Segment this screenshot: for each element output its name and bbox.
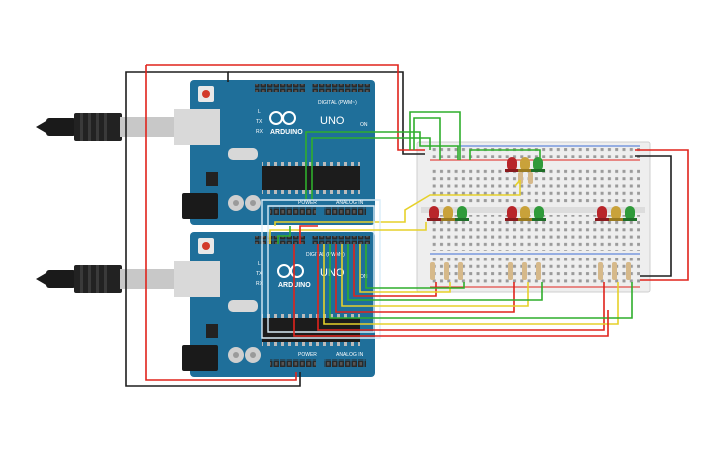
led-icon — [623, 206, 637, 221]
rx-label: RX — [256, 129, 264, 135]
led-icon — [518, 206, 532, 221]
arduino-logo-icon — [277, 264, 304, 278]
digital-label: DIGITAL (PWM~) — [306, 252, 345, 258]
usb-cable-icon — [36, 113, 178, 141]
rx-label: RX — [256, 281, 264, 287]
tx-label: TX — [256, 271, 263, 277]
board-brand: ARDUINO — [270, 129, 303, 136]
led-icon — [505, 157, 519, 172]
led-icon — [441, 206, 455, 221]
on-label: ON — [360, 122, 368, 128]
digital-label: DIGITAL (PWM~) — [318, 100, 357, 106]
board-model: UNO — [320, 267, 345, 279]
resistor-icon — [430, 262, 631, 280]
l-label: L — [258, 109, 261, 115]
arduino-board-1: ARDUINO UNO DIGITAL (PWM~) POWER ANALOG … — [174, 80, 375, 225]
l-label: L — [258, 261, 261, 267]
led-icon — [518, 157, 532, 172]
tx-label: TX — [256, 119, 263, 125]
analog-label: ANALOG IN — [336, 352, 364, 358]
power-label: POWER — [298, 352, 317, 358]
led-icon — [595, 206, 609, 221]
analog-label: ANALOG IN — [336, 200, 364, 206]
led-icon — [531, 157, 545, 172]
led-icon — [609, 206, 623, 221]
led-icon — [427, 206, 441, 221]
arduino-logo-icon — [269, 111, 296, 125]
usb-cable-icon — [36, 265, 178, 293]
arduino-board-2: ARDUINO UNO DIGITAL (PWM~) POWER ANALOG … — [174, 232, 375, 377]
led-icon — [532, 206, 546, 221]
led-icon — [455, 206, 469, 221]
wires — [125, 64, 689, 387]
power-label: POWER — [298, 200, 317, 206]
on-label: ON — [360, 274, 368, 280]
led-icon — [505, 206, 519, 221]
board-model: UNO — [320, 115, 345, 127]
breadboard — [416, 141, 651, 293]
